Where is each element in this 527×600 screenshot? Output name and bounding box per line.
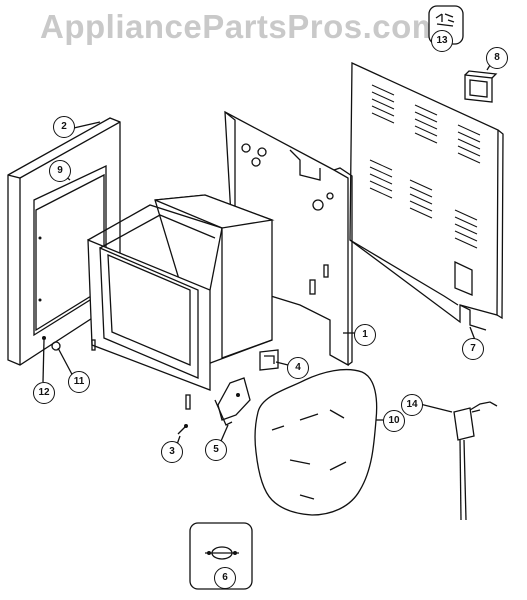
callout-2: 2 [53,116,75,138]
callout-5: 5 [205,439,227,461]
power-cord-part [453,401,498,521]
callout-9: 9 [49,160,71,182]
callout-1: 1 [354,324,376,346]
watermark-text: AppliancePartsPros.com [40,8,442,45]
vent-slots [369,84,481,249]
small-hardware [42,336,61,351]
callout-7: 7 [462,338,484,360]
callout-14: 14 [401,394,423,416]
callout-12: 12 [33,382,55,404]
oven-cavity-part [87,194,275,410]
callout-13: 13 [431,30,453,52]
bracket-part [464,70,498,103]
callout-11: 11 [68,371,90,393]
latch-part [214,377,251,426]
clip-part [259,349,279,371]
part-6-box [189,522,253,590]
callout-8: 8 [486,47,508,69]
callout-10: 10 [383,410,405,432]
rear-panel-part [349,61,504,331]
screw-part [177,424,188,435]
callout-4: 4 [287,357,309,379]
callout-6: 6 [214,567,236,589]
callout-3: 3 [161,441,183,463]
insulation-part [254,368,378,516]
